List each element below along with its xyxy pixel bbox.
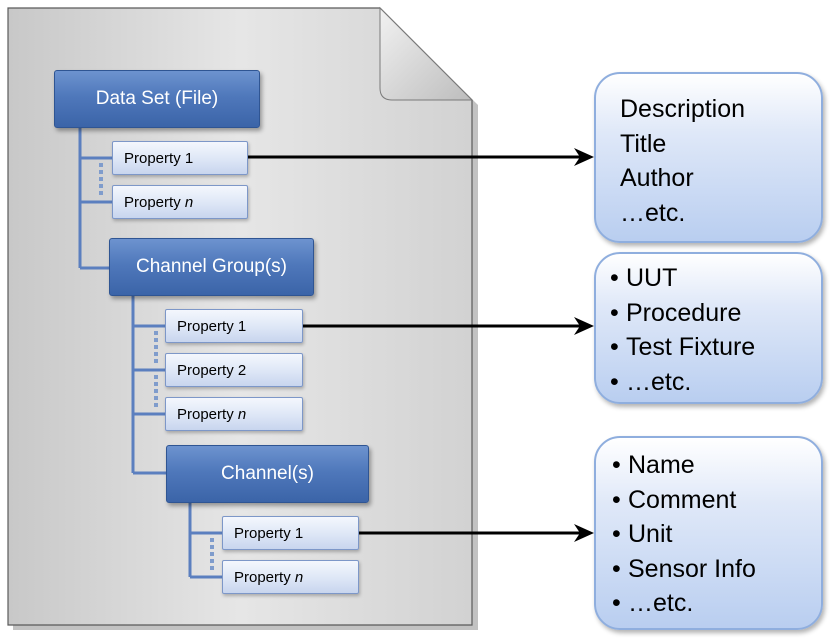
bubble-item: Author: [620, 164, 694, 192]
bubble-item: •…etc.: [610, 365, 821, 400]
arrowhead-icon: [574, 524, 594, 542]
data-set-property-n: Property n: [112, 185, 248, 219]
channel-group-properties-bubble: •UUT •Procedure •Test Fixture •…etc.: [594, 252, 823, 404]
bubble-item: Title: [620, 129, 667, 158]
bullet-icon: •: [610, 298, 619, 327]
channel-group-property-1: Property 1: [165, 309, 303, 343]
bubble-item: •UUT: [610, 261, 821, 296]
bullet-icon: •: [612, 485, 621, 514]
property-label: Property: [124, 193, 185, 211]
bubble-item: •Comment: [612, 483, 821, 518]
property-label: Property 1: [177, 317, 247, 335]
document-fold: [379, 6, 474, 101]
channel-group-property-2: Property 2: [165, 353, 303, 387]
property-label: Property: [234, 568, 295, 586]
bubble-item: …etc.: [620, 198, 686, 227]
bubble-item: •Procedure: [610, 296, 821, 331]
ellipsis-dashes: [99, 163, 214, 572]
property-label: Property: [177, 405, 238, 423]
data-set-node: Data Set (File): [54, 70, 260, 128]
bullet-icon: •: [612, 554, 621, 583]
property-label: Property 2: [177, 361, 247, 379]
property-label: Property 1: [234, 524, 304, 542]
channel-property-1: Property 1: [222, 516, 359, 550]
bullet-icon: •: [610, 367, 619, 396]
bullet-icon: •: [610, 264, 619, 292]
tree-connectors: [78, 128, 222, 579]
bubble-item: •Name: [612, 448, 821, 483]
channel-property-n: Property n: [222, 560, 359, 594]
arrowhead-icon: [574, 317, 594, 335]
bubble-item: •Unit: [612, 517, 821, 552]
bubble-item: •Test Fixture: [610, 330, 821, 365]
bubble-item: •…etc.: [612, 586, 821, 621]
channel-node: Channel(s): [166, 445, 369, 503]
data-set-properties-bubble: Description Title Author …etc.: [594, 72, 823, 243]
bullet-icon: •: [610, 333, 619, 361]
channel-group-node: Channel Group(s): [109, 238, 314, 296]
bubble-item: Description: [620, 95, 746, 123]
bullet-icon: •: [612, 451, 621, 479]
arrowhead-icon: [574, 148, 594, 166]
channel-properties-bubble: •Name •Comment •Unit •Sensor Info •…etc.: [594, 436, 823, 630]
bullet-icon: •: [612, 520, 621, 548]
channel-group-property-n: Property n: [165, 397, 303, 431]
bubble-item: •Sensor Info: [612, 552, 821, 587]
bullet-icon: •: [612, 589, 621, 617]
data-set-property-1: Property 1: [112, 141, 248, 175]
property-label: Property 1: [124, 149, 194, 167]
